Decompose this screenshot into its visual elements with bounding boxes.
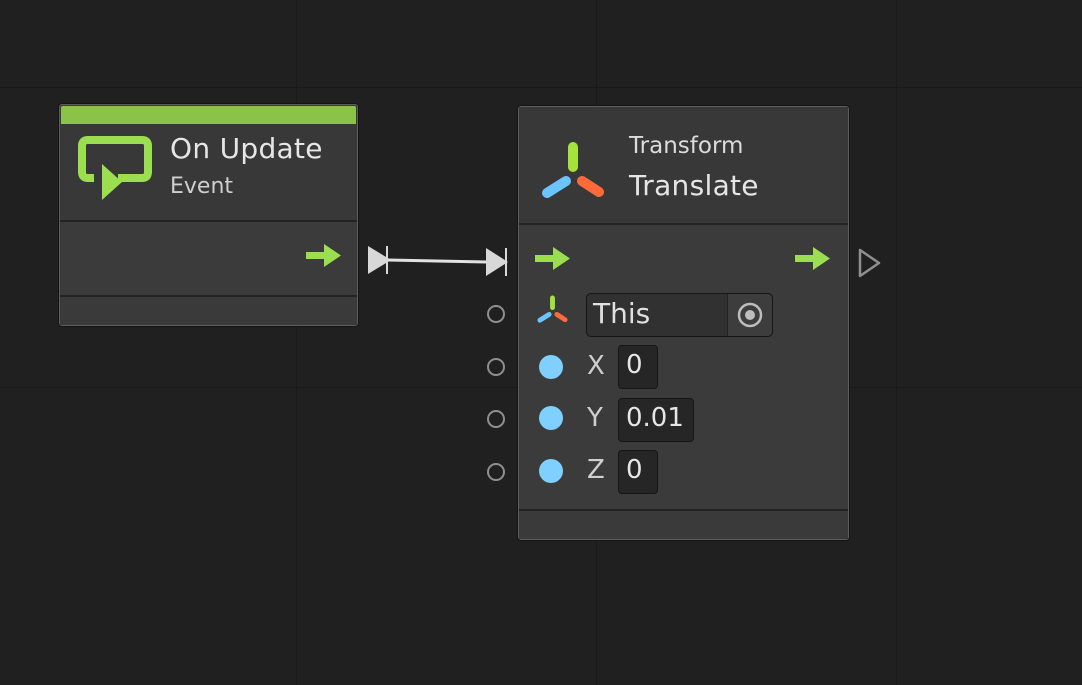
node-title: Translate bbox=[629, 169, 759, 202]
input-port-z[interactable] bbox=[487, 463, 505, 481]
vector-port-y[interactable] bbox=[539, 406, 563, 430]
connection-wire bbox=[387, 258, 487, 264]
input-field-z[interactable]: 0 bbox=[618, 450, 658, 494]
transform-tripod-icon bbox=[542, 142, 604, 198]
node-subtitle: Event bbox=[170, 174, 234, 199]
input-field-x[interactable]: 0 bbox=[618, 345, 658, 389]
connection-out-port-icon[interactable] bbox=[368, 246, 391, 274]
input-label-y: Y bbox=[587, 403, 603, 433]
node-footer bbox=[60, 295, 357, 325]
input-port-target[interactable] bbox=[487, 305, 505, 323]
connection-in-port-icon[interactable] bbox=[486, 248, 508, 276]
object-picker-icon bbox=[737, 302, 763, 328]
input-port-y[interactable] bbox=[487, 410, 505, 428]
flow-out-arrow-icon[interactable] bbox=[306, 243, 342, 267]
translate-node[interactable]: Transform Translate This bbox=[518, 106, 849, 540]
input-label-z: Z bbox=[587, 455, 605, 485]
event-accent-bar bbox=[61, 106, 356, 124]
on-update-header[interactable]: On Update Event bbox=[60, 124, 357, 222]
node-category: Transform bbox=[629, 133, 744, 159]
vector-port-z[interactable] bbox=[539, 459, 563, 483]
target-object-field[interactable]: This bbox=[586, 293, 773, 337]
input-port-x[interactable] bbox=[487, 358, 505, 376]
on-update-node[interactable]: On Update Event bbox=[59, 104, 358, 326]
target-transform-icon bbox=[537, 295, 568, 323]
loop-icon bbox=[78, 136, 152, 200]
flow-in-arrow-icon[interactable] bbox=[535, 246, 571, 270]
node-footer bbox=[519, 509, 848, 539]
translate-header[interactable]: Transform Translate bbox=[519, 107, 848, 225]
object-picker-button[interactable] bbox=[727, 294, 772, 336]
flow-out-arrow-icon[interactable] bbox=[795, 246, 831, 270]
vector-port-x[interactable] bbox=[539, 355, 563, 379]
input-field-y[interactable]: 0.01 bbox=[618, 398, 694, 442]
flow-out-port-icon[interactable] bbox=[858, 248, 882, 278]
target-object-value: This bbox=[593, 297, 651, 330]
node-title: On Update bbox=[170, 132, 323, 165]
input-label-x: X bbox=[587, 351, 605, 381]
